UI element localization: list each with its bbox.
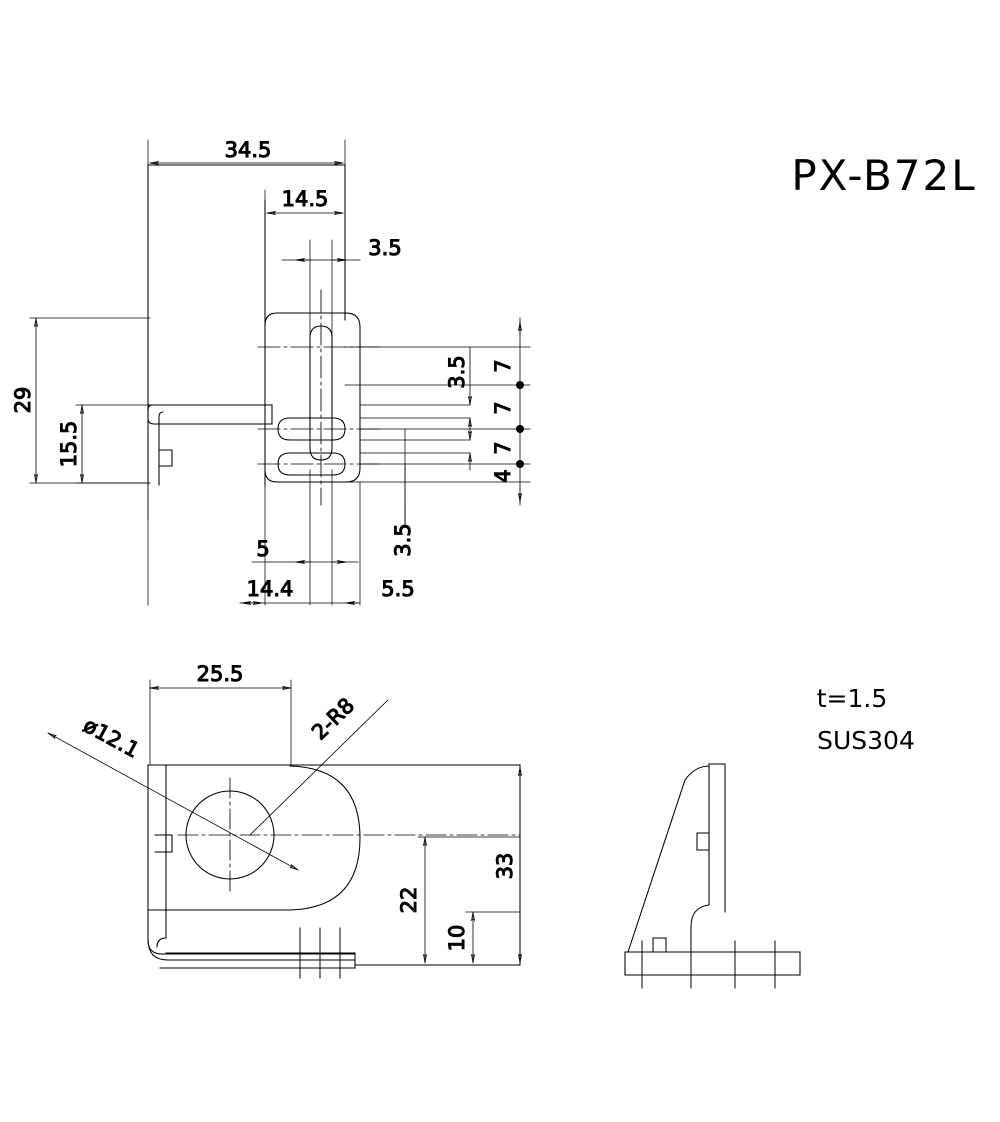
side-view-ticks bbox=[641, 940, 776, 989]
dimension-14-4-label: 14.4 bbox=[247, 577, 294, 601]
dimension-3-5-bottom: 3.5 bbox=[390, 504, 416, 557]
front-view-base-ticks bbox=[299, 927, 341, 979]
side-view bbox=[624, 763, 801, 976]
front-view-side-tab bbox=[154, 834, 173, 853]
front-view-base-outer bbox=[147, 939, 356, 961]
top-view-riser-fillet bbox=[264, 312, 346, 326]
dimension-5-label: 5 bbox=[256, 537, 269, 561]
dimension-3-5-top-label: 3.5 bbox=[368, 236, 401, 260]
callout-radius: 2-R8 bbox=[249, 693, 389, 836]
dimension-34-5-label: 34.5 bbox=[225, 138, 272, 162]
top-view-flange-left-fillet bbox=[147, 404, 161, 425]
top-view-horizontal-slot-lower bbox=[277, 452, 346, 476]
dimension-5: 5 bbox=[251, 536, 359, 562]
dimension-14-4: 14.4 bbox=[239, 576, 359, 603]
dimension-15-5-label: 15.5 bbox=[57, 421, 81, 468]
dimension-5-5-label: 5.5 bbox=[381, 577, 414, 601]
dimension-4-label: 4 bbox=[491, 469, 515, 482]
part-number-title: PX-B72L bbox=[791, 151, 976, 200]
chain-dot-3 bbox=[516, 460, 524, 468]
front-view-r8-arc bbox=[289, 765, 361, 911]
dimension-3-5-bottom-label: 3.5 bbox=[391, 523, 415, 556]
dimension-33-label: 33 bbox=[493, 853, 517, 880]
top-view-extension-lines bbox=[147, 139, 531, 606]
dimension-14-5: 14.5 bbox=[266, 186, 344, 213]
callout-radius-label: 2-R8 bbox=[307, 693, 359, 744]
chain-dot-2 bbox=[516, 425, 524, 433]
dimension-7-a-label: 7 bbox=[491, 359, 515, 372]
dimension-33: 33 bbox=[492, 766, 520, 964]
dimension-34-5: 34.5 bbox=[149, 137, 344, 163]
top-view bbox=[147, 164, 361, 486]
dimension-14-5-label: 14.5 bbox=[282, 187, 329, 211]
front-view-base-fillet bbox=[147, 939, 356, 955]
front-view-inner-left bbox=[156, 764, 167, 948]
side-view-tab bbox=[696, 832, 710, 851]
dimension-7-c-label: 7 bbox=[491, 441, 515, 454]
dimension-15-5: 15.5 bbox=[56, 404, 151, 484]
dimension-3-5-right-label: 3.5 bbox=[445, 355, 469, 388]
top-view-horizontal-slot-upper bbox=[277, 417, 346, 441]
material-note: SUS304 bbox=[817, 726, 915, 755]
top-view-body-outline-right bbox=[276, 312, 361, 483]
side-view-inner-curve bbox=[690, 904, 710, 953]
chain-dot-1 bbox=[516, 381, 524, 389]
dimension-10-label: 10 bbox=[445, 925, 469, 952]
dimension-22-label: 22 bbox=[397, 887, 421, 914]
side-view-plate-right bbox=[708, 763, 726, 906]
top-view-vertical-slot bbox=[309, 325, 333, 461]
top-view-flange-inner-fillet bbox=[158, 411, 164, 425]
dimension-7-b-label: 7 bbox=[491, 401, 515, 414]
front-view-centerlines bbox=[177, 777, 521, 894]
side-view-base-tab bbox=[652, 937, 667, 953]
dimension-22: 22 bbox=[396, 836, 521, 964]
top-view-end-tab bbox=[158, 449, 173, 467]
top-view-centerlines bbox=[257, 289, 381, 506]
thickness-note: t=1.5 bbox=[817, 684, 888, 713]
dimension-25-5-label: 25.5 bbox=[197, 662, 244, 686]
top-view-body-bottom-fillet bbox=[264, 469, 278, 483]
dimension-3-5-right: 3.5 bbox=[444, 346, 470, 471]
dimension-3-5-top: 3.5 bbox=[281, 235, 402, 260]
dimension-5-5: 5.5 bbox=[345, 576, 415, 603]
dimension-chain-right: 7 7 7 4 bbox=[490, 317, 524, 506]
side-view-gusset-taper bbox=[627, 765, 710, 953]
dimension-10: 10 bbox=[444, 911, 521, 964]
dimension-29-label: 29 bbox=[11, 387, 35, 414]
dimension-25-5: 25.5 bbox=[149, 661, 292, 766]
callout-diameter: ø12.1 bbox=[47, 713, 299, 871]
